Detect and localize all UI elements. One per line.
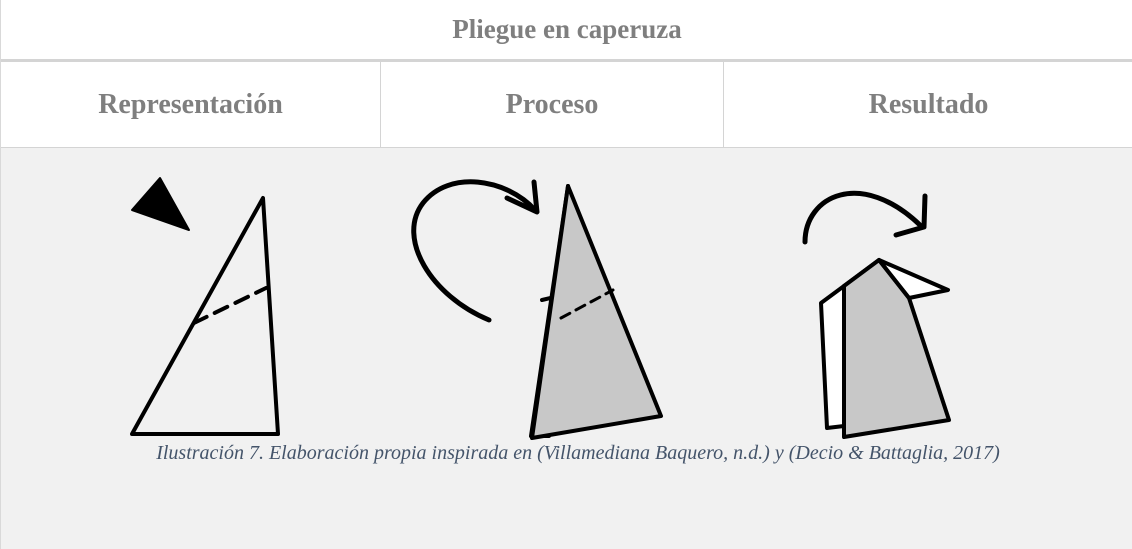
folding-illustration bbox=[130, 177, 951, 440]
fold-direction-arrowhead-icon bbox=[131, 177, 190, 231]
rotate-arrow-head bbox=[504, 179, 540, 215]
representation-drawing bbox=[130, 177, 280, 436]
front-panel-shaded bbox=[842, 258, 951, 439]
figure-caption: Ilustración 7. Elaboración propia inspir… bbox=[1, 442, 1132, 465]
front-flap bbox=[530, 184, 663, 440]
header-representacion: Representación bbox=[1, 62, 381, 147]
hood-fold-line bbox=[877, 258, 911, 300]
front-dashed-fold bbox=[559, 288, 615, 320]
illustration-cell: Ilustración 7. Elaboración propia inspir… bbox=[1, 148, 1132, 549]
table-title: Pliegue en caperuza bbox=[452, 14, 682, 44]
header-proceso: Proceso bbox=[381, 62, 724, 147]
dashed-fold-line bbox=[192, 286, 268, 325]
triangle-outline bbox=[130, 196, 280, 436]
rotate-arrow-icon bbox=[802, 190, 924, 245]
process-drawing bbox=[411, 179, 663, 440]
table-header-row: Representación Proceso Resultado bbox=[1, 62, 1132, 148]
header-resultado: Resultado bbox=[868, 88, 989, 120]
caption-text: Ilustración 7. Elaboración propia inspir… bbox=[156, 442, 1000, 464]
rotate-arrow-icon bbox=[411, 179, 538, 323]
back-panel bbox=[819, 284, 846, 430]
result-drawing bbox=[802, 190, 951, 439]
table-title-row: Pliegue en caperuza bbox=[1, 0, 1132, 62]
rotate-arrow-head bbox=[893, 193, 928, 238]
